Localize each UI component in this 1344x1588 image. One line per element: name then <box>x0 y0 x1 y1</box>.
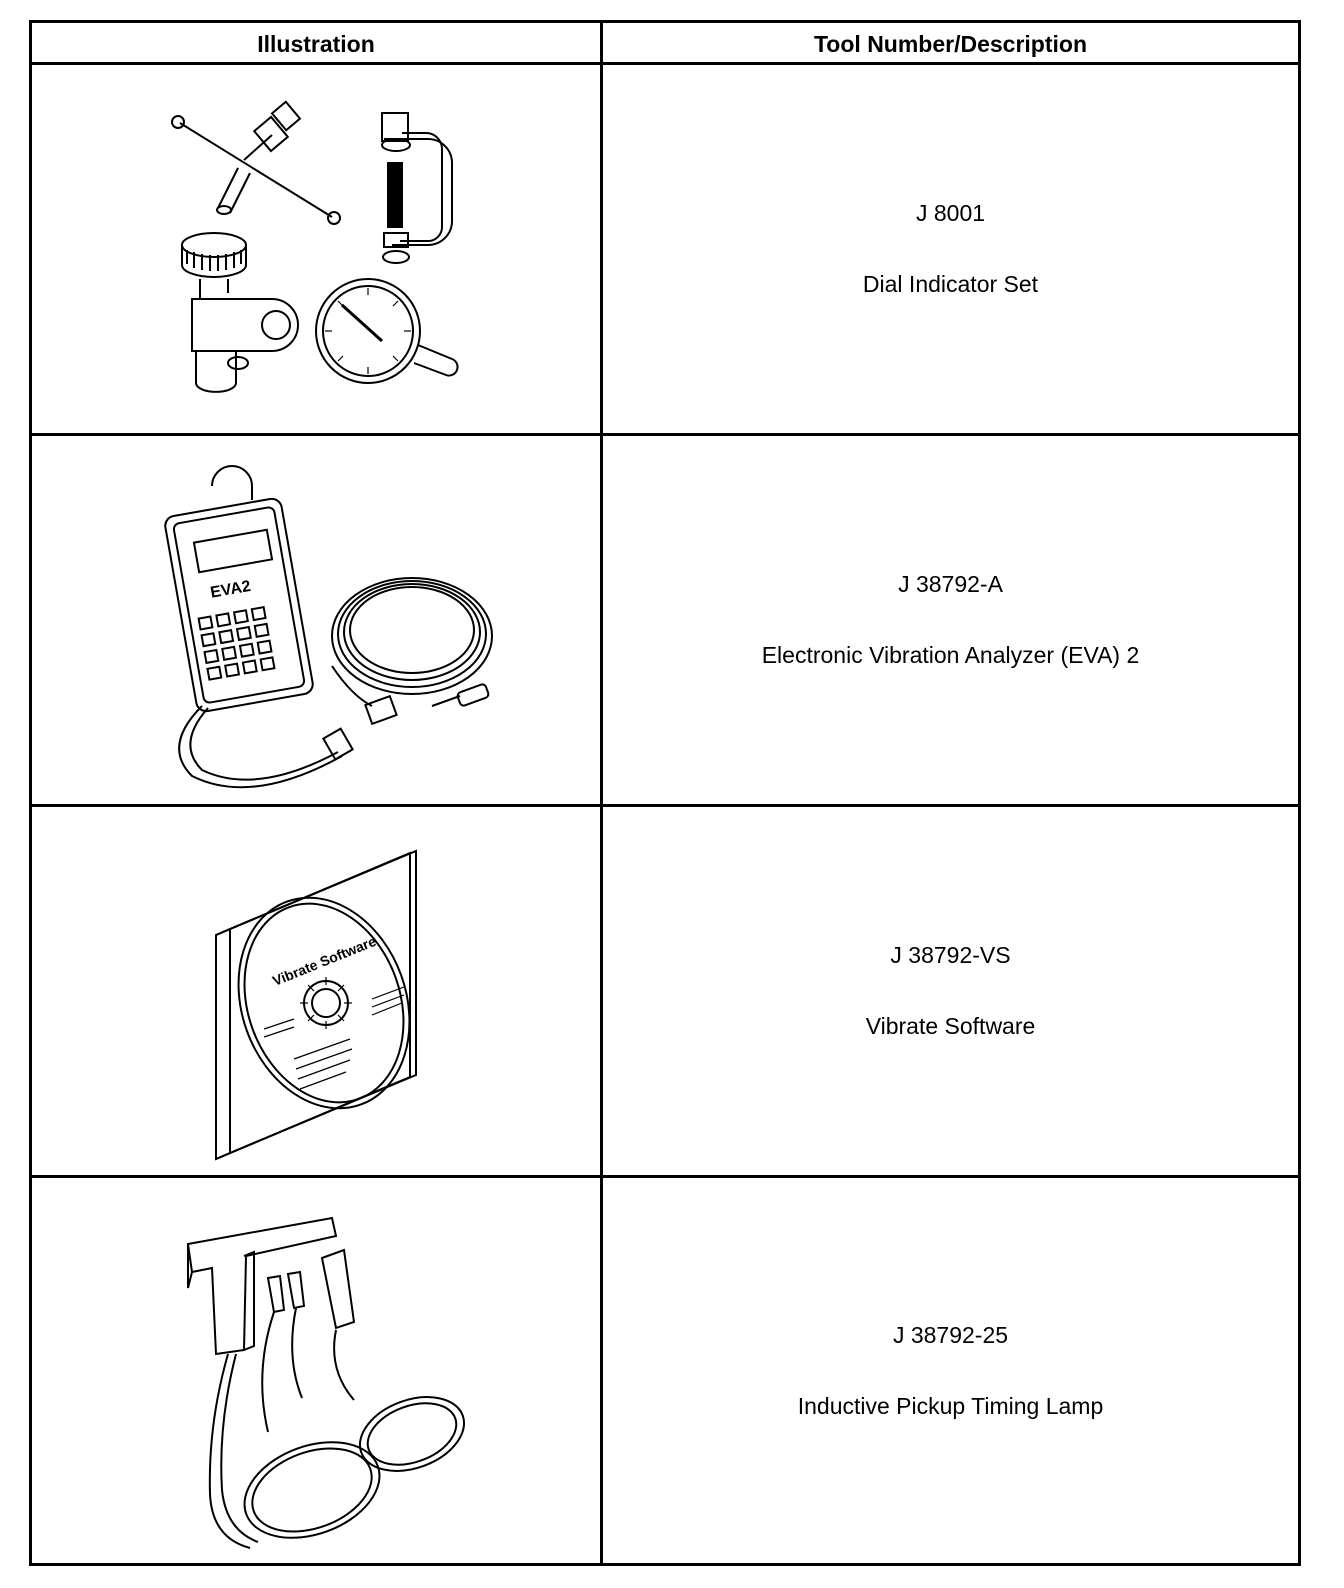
tool-number: J 38792-VS <box>890 942 1011 968</box>
table-header: Illustration Tool Number/Description <box>32 23 1298 65</box>
device-label: EVA2 <box>209 578 252 602</box>
tool-number: J 8001 <box>915 200 986 226</box>
dial-indicator-set-icon <box>32 65 600 433</box>
vibration-analyzer-icon: EVA2 <box>32 436 600 804</box>
column-divider <box>600 23 603 1563</box>
software-cd-icon: Vibrate Software <box>32 807 600 1175</box>
header-illustration: Illustration <box>257 31 375 57</box>
tool-description: Electronic Vibration Analyzer (EVA) 2 <box>761 642 1140 668</box>
tool-number: J 38792-A <box>898 571 1003 597</box>
table-row: J 38792-25 Inductive Pickup Timing Lamp <box>32 1178 1298 1563</box>
table-row: EVA2 <box>32 436 1298 807</box>
tool-description: Dial Indicator Set <box>862 271 1039 297</box>
table-row: Vibrate Software J 38792-VS Vibrate Soft… <box>32 807 1298 1178</box>
tool-number: J 38792-25 <box>892 1321 1009 1348</box>
tool-description-cell: J 38792-A Electronic Vibration Analyzer … <box>603 436 1298 804</box>
table-row: J 8001 Dial Indicator Set <box>32 65 1298 436</box>
timing-lamp-icon <box>32 1178 600 1563</box>
tool-description-cell: J 38792-VS Vibrate Software <box>603 807 1298 1175</box>
tool-description: Vibrate Software <box>865 1013 1036 1039</box>
tool-table: Illustration Tool Number/Description <box>29 20 1301 1566</box>
tool-description: Inductive Pickup Timing Lamp <box>797 1392 1104 1419</box>
tool-description-cell: J 38792-25 Inductive Pickup Timing Lamp <box>603 1178 1298 1563</box>
header-tool-number: Tool Number/Description <box>813 31 1088 57</box>
tool-description-cell: J 8001 Dial Indicator Set <box>603 65 1298 433</box>
